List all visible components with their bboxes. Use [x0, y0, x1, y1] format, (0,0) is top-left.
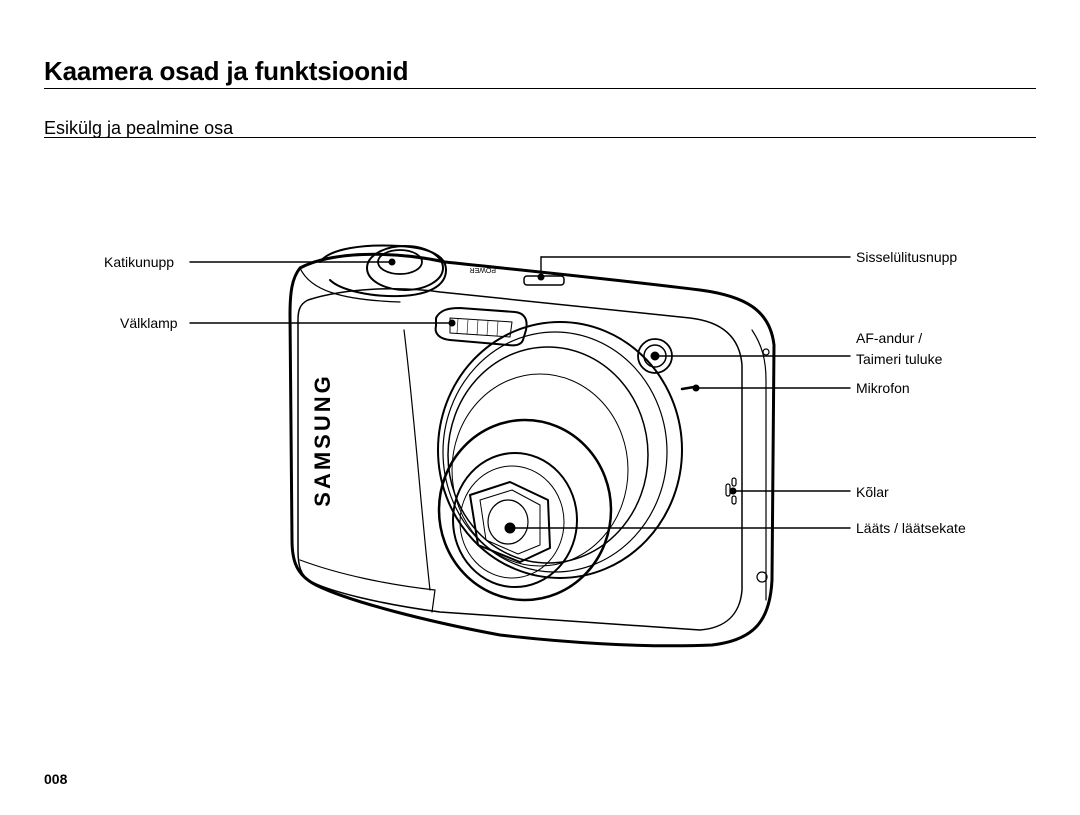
title-rule [44, 88, 1036, 89]
label-flash: Välklamp [120, 315, 178, 331]
label-lens: Lääts / läätsekate [856, 520, 966, 536]
lens-assembly [437, 321, 683, 602]
label-power-button: Sisselülitusnupp [856, 249, 958, 265]
camera-grip-base [299, 559, 436, 613]
label-speaker: Kõlar [856, 484, 889, 500]
camera-body-outline [288, 252, 776, 648]
microphone-hole [680, 385, 696, 391]
label-microphone: Mikrofon [856, 380, 910, 396]
label-shutter-button: Katikunupp [104, 254, 175, 270]
page-number: 008 [44, 771, 68, 787]
label-af-sensor: AF-andur / [856, 330, 923, 346]
lens-cover-shutter [469, 481, 551, 563]
camera-front-panel [297, 287, 743, 631]
subtitle-rule [44, 137, 1036, 138]
camera-side-edge [751, 329, 767, 601]
brand-logo: SAMSUNG [310, 373, 335, 506]
page-title: Kaamera osad ja funktsioonid [44, 56, 409, 86]
leader-lines [189, 256, 851, 529]
side-button-top [762, 348, 770, 356]
label-self-timer-lamp: Taimeri tuluke [856, 351, 943, 367]
section-subtitle: Esikülg ja pealmine osa [44, 118, 234, 138]
side-button-bottom [756, 571, 768, 583]
leader-dots [388, 258, 737, 532]
svg-text:POWER: POWER [470, 266, 496, 273]
camera-grip-line [403, 329, 431, 591]
camera-top-edge [299, 267, 401, 303]
flash-window [434, 307, 528, 347]
